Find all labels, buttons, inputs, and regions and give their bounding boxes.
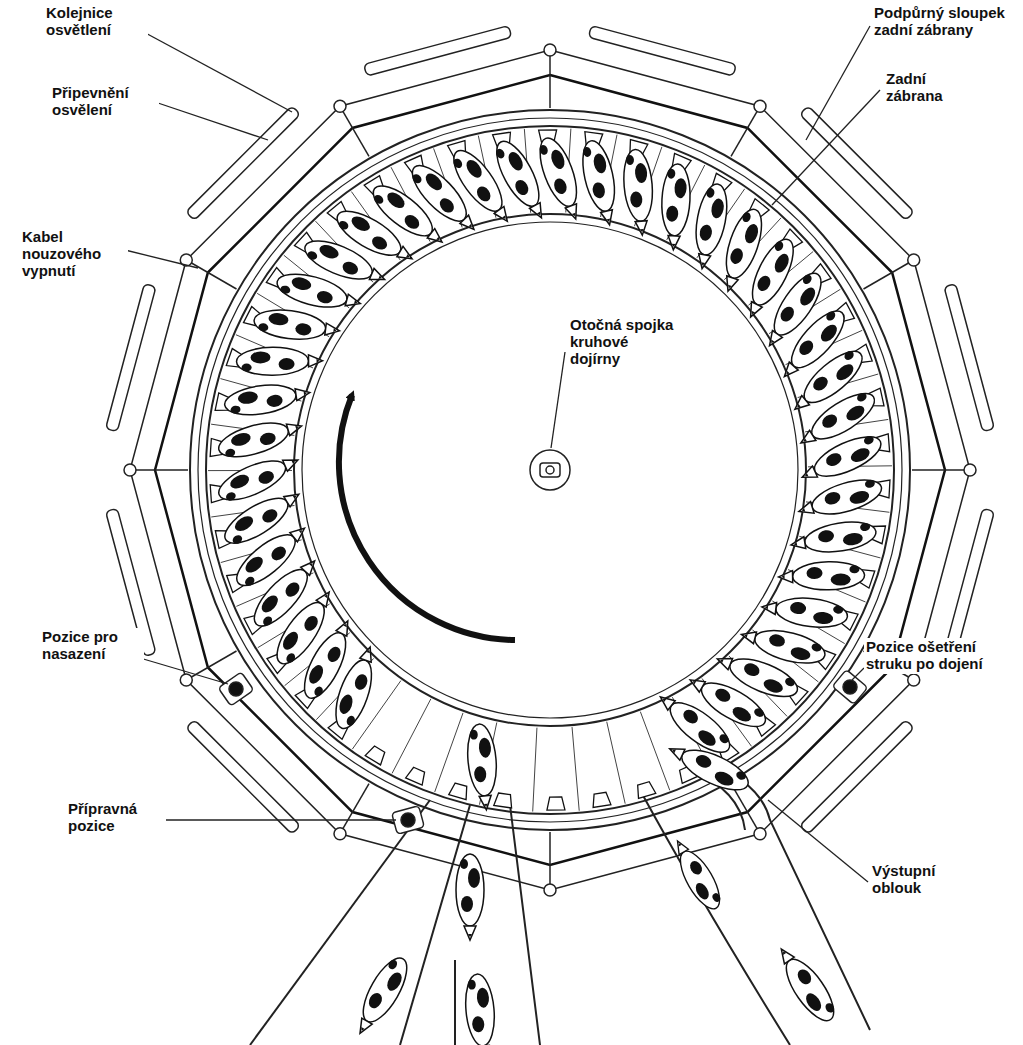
part-label: Podpůrný sloupek zadní zábrany [872, 4, 1018, 40]
light-rail [186, 106, 301, 221]
support-post [180, 674, 192, 686]
part-label: Připevnění osvělení [50, 84, 159, 120]
rings [190, 110, 910, 830]
milking-unit [494, 793, 514, 808]
cow [770, 941, 842, 1028]
stall-divider [572, 727, 579, 811]
cow [738, 234, 801, 323]
stall-divider [392, 699, 431, 774]
light-rail [588, 26, 736, 76]
cow [659, 163, 691, 250]
part-label: Otočná spojka kruhové dojírny [568, 316, 676, 368]
cows [208, 129, 892, 1045]
cow [795, 473, 885, 525]
cow [793, 385, 881, 455]
cow [456, 854, 484, 940]
stall-divider [607, 722, 625, 804]
milking-unit [365, 744, 387, 764]
cow [789, 518, 878, 559]
cow [760, 593, 849, 631]
part-label: Pozice ošetření struku po dojení [864, 638, 1018, 674]
cow [712, 646, 802, 704]
milking-unit [635, 781, 656, 799]
cow [463, 973, 498, 1045]
lighting-rail-frame [130, 50, 970, 890]
cow [348, 952, 415, 1040]
support-spoke [864, 260, 914, 289]
outer-frame [106, 26, 995, 896]
cow [688, 182, 732, 272]
support-post [334, 100, 346, 112]
part-label: Výstupní oblouk [870, 862, 974, 898]
light-rail [106, 284, 156, 432]
part-label: Přípravná pozice [66, 800, 166, 836]
milking-unit [449, 782, 470, 799]
support-post [544, 884, 556, 896]
leader-lines [125, 26, 880, 882]
cow [465, 723, 500, 811]
cow [236, 347, 322, 376]
cow [218, 482, 306, 551]
milking-unit [591, 792, 611, 808]
light-rail [944, 284, 994, 432]
support-spoke [186, 651, 236, 680]
stall-divider [435, 713, 463, 792]
part-label: Zadní zábrana [884, 70, 984, 106]
support-post [908, 254, 920, 266]
support-spoke [340, 106, 369, 156]
support-spoke [731, 106, 760, 156]
swivel-joint [530, 450, 570, 490]
cow [300, 233, 390, 292]
milking-unit [547, 797, 565, 810]
support-post [544, 44, 556, 56]
part-label: Pozice pro nasazení [40, 628, 144, 664]
milking-unit [406, 766, 428, 785]
support-spoke [912, 469, 970, 471]
light-rail [944, 508, 994, 656]
support-post [334, 828, 346, 840]
support-spoke [731, 784, 760, 834]
part-label: Kabel nouzového vypnutí [20, 228, 128, 280]
support-post [908, 674, 920, 686]
cow [533, 133, 589, 223]
support-spoke [130, 469, 188, 471]
part-label: Kolejnice osvětlení [44, 4, 148, 40]
cow [667, 835, 728, 915]
station-markers [218, 670, 868, 835]
cow [664, 736, 754, 798]
stall-divider [640, 712, 669, 791]
lanes [250, 760, 870, 1045]
support-post [754, 828, 766, 840]
cow [223, 379, 312, 419]
support-spoke [186, 260, 236, 289]
cow [488, 135, 553, 224]
cow [621, 148, 656, 236]
support-spoke [549, 50, 551, 108]
support-post [754, 100, 766, 112]
stall-divider [533, 728, 537, 812]
rotation-arrow [339, 395, 515, 640]
light-rail [800, 720, 915, 835]
cow [577, 138, 623, 228]
light-rail [800, 106, 915, 221]
barrier-frame [155, 75, 945, 865]
support-spoke [549, 832, 551, 890]
cow [252, 306, 341, 345]
cow [404, 158, 484, 239]
cow [215, 412, 305, 463]
support-spoke [340, 784, 369, 834]
light-rail [364, 26, 512, 76]
cow [796, 429, 886, 490]
support-post [124, 464, 136, 476]
light-rail [186, 720, 301, 835]
cow [778, 561, 865, 591]
support-post [964, 464, 976, 476]
